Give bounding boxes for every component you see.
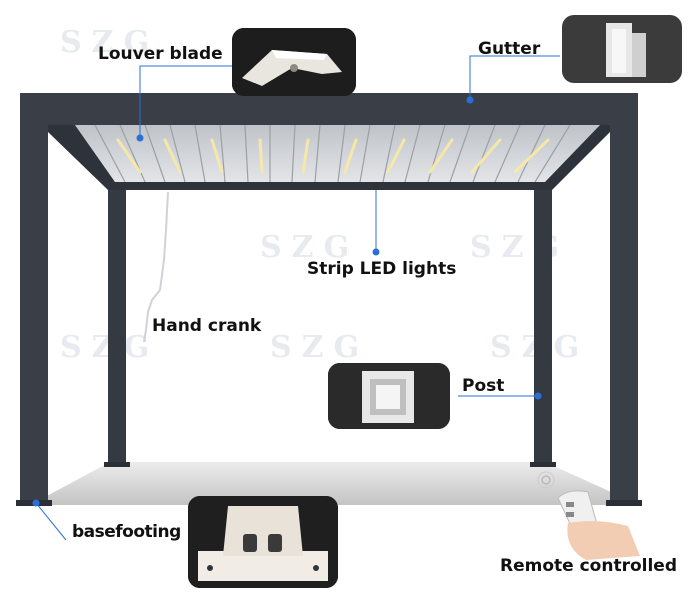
watermark: SZG [260, 230, 360, 265]
base-footing-photo [188, 496, 338, 588]
hand-crank [143, 191, 169, 343]
gutter-photo [562, 15, 682, 83]
foot-right [606, 500, 642, 506]
watermark: SZG [270, 330, 370, 365]
label-remote-controlled: Remote controlled [500, 556, 677, 576]
louver-blade-photo [232, 28, 356, 96]
louver-blades [94, 124, 571, 183]
gutter-image [562, 15, 682, 83]
led-strips [116, 138, 550, 174]
foot-back-left [104, 462, 130, 467]
inner-beam [108, 182, 552, 190]
pointer-dots [32, 96, 542, 507]
post-back-left [108, 190, 126, 465]
label-louver-blade: Louver blade [98, 44, 223, 64]
side-beam-right [545, 125, 638, 190]
label-hand-crank: Hand crank [152, 316, 262, 336]
side-beam-left [20, 125, 115, 190]
label-gutter: Gutter [478, 39, 541, 59]
pointer-line-footing [35, 502, 67, 541]
remote-control-image [537, 471, 640, 560]
label-base-footing: basefooting [72, 522, 181, 542]
post-front-left [20, 125, 48, 505]
foot-back-right [530, 462, 556, 467]
watermark: SZG [60, 25, 160, 60]
roof-underside [75, 125, 600, 182]
floor-shadow [30, 462, 640, 505]
label-strip-led: Strip LED lights [307, 259, 457, 279]
post-front-right [610, 125, 638, 505]
post-photo [328, 363, 450, 429]
louver-blade-image [232, 28, 356, 96]
watermark: SZG [60, 330, 159, 365]
base-footing-image [188, 496, 338, 588]
pointer-lines [139, 55, 560, 397]
post-image [328, 363, 450, 429]
top-beam [20, 93, 638, 125]
post-back-right [534, 190, 552, 465]
label-post: Post [462, 376, 505, 396]
